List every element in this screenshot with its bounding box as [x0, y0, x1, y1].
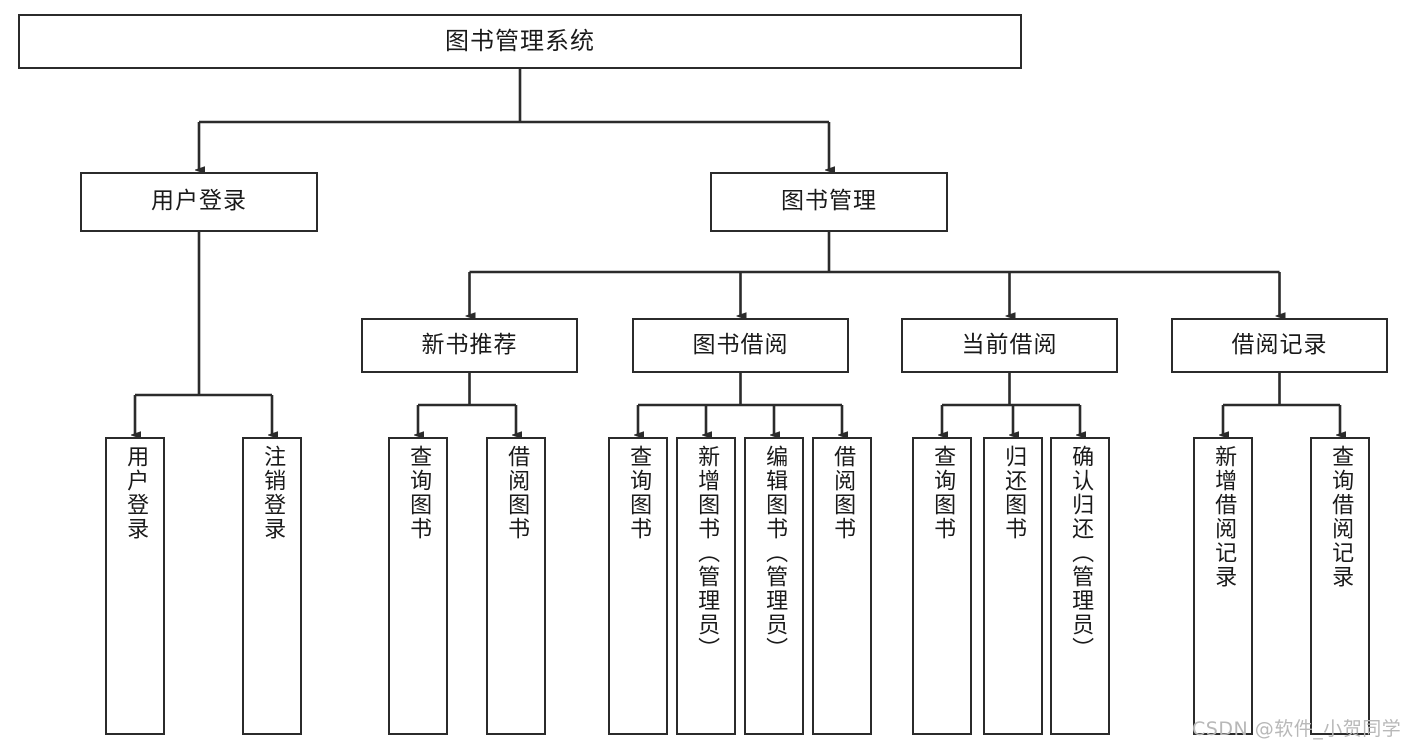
node-label: 注销登录	[260, 445, 286, 541]
node-leaf-edit-book[interactable]: 编辑图书（管理员）	[744, 437, 804, 735]
node-new-book-recommend[interactable]: 新书推荐	[361, 318, 578, 373]
node-label: 用户登录	[151, 188, 247, 215]
node-book-manage[interactable]: 图书管理	[710, 172, 948, 232]
connector-trunk	[135, 232, 272, 397]
node-leaf-confirm-return[interactable]: 确认归还（管理员）	[1050, 437, 1110, 735]
connector-trunk	[942, 373, 1080, 407]
node-user-login[interactable]: 用户登录	[80, 172, 318, 232]
node-label: 图书管理	[781, 188, 877, 215]
node-leaf-user-login[interactable]: 用户登录	[105, 437, 165, 735]
node-label: 查询图书	[406, 445, 432, 541]
node-current-borrow[interactable]: 当前借阅	[901, 318, 1118, 373]
node-label: 借阅记录	[1231, 331, 1328, 358]
node-book-borrow[interactable]: 图书借阅	[632, 318, 849, 373]
node-label: 查询借阅记录	[1328, 445, 1354, 589]
node-leaf-query-record[interactable]: 查询借阅记录	[1310, 437, 1370, 735]
node-leaf-query-book-borrow[interactable]: 查询图书	[608, 437, 668, 735]
node-leaf-add-book[interactable]: 新增图书（管理员）	[676, 437, 736, 735]
connector-trunk	[418, 373, 516, 407]
node-label: 图书借阅	[692, 331, 789, 358]
node-label: 借阅图书	[830, 445, 856, 541]
node-label: 图书管理系统	[445, 27, 595, 56]
node-leaf-logout[interactable]: 注销登录	[242, 437, 302, 735]
node-leaf-query-book-cur[interactable]: 查询图书	[912, 437, 972, 735]
node-leaf-borrow-book[interactable]: 借阅图书	[812, 437, 872, 735]
node-label: 查询图书	[626, 445, 652, 541]
node-label: 编辑图书（管理员）	[762, 445, 788, 661]
node-leaf-borrow-book-rec[interactable]: 借阅图书	[486, 437, 546, 735]
connector-trunk	[638, 373, 842, 407]
connector-trunk	[469, 232, 1280, 274]
csdn-watermark: CSDN @软件_小贺同学	[1192, 718, 1402, 740]
node-label: 借阅图书	[504, 445, 530, 541]
node-leaf-query-book-rec[interactable]: 查询图书	[388, 437, 448, 735]
node-label: 确认归还（管理员）	[1068, 445, 1094, 661]
node-leaf-add-record[interactable]: 新增借阅记录	[1193, 437, 1253, 735]
node-label: 新增图书（管理员）	[694, 445, 720, 661]
node-label: 查询图书	[930, 445, 956, 541]
node-borrow-record[interactable]: 借阅记录	[1171, 318, 1388, 373]
node-label: 用户登录	[123, 445, 149, 541]
node-label: 新书推荐	[421, 331, 518, 358]
connector-trunk	[199, 69, 829, 124]
node-root[interactable]: 图书管理系统	[18, 14, 1022, 69]
node-label: 新增借阅记录	[1211, 445, 1237, 589]
connector-trunk	[1223, 373, 1340, 407]
node-leaf-return-book[interactable]: 归还图书	[983, 437, 1043, 735]
node-label: 归还图书	[1001, 445, 1027, 541]
node-label: 当前借阅	[961, 331, 1058, 358]
